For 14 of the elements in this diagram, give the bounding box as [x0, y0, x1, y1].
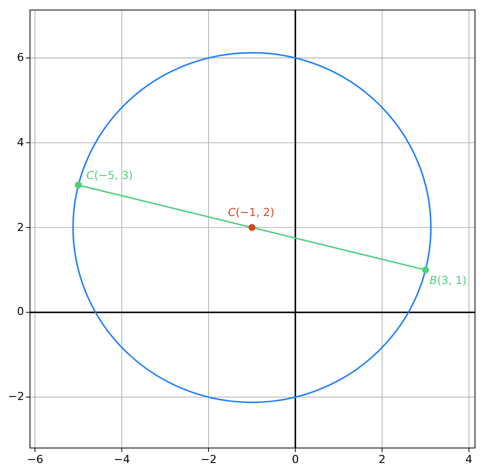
point-label: B(3, 1) [430, 274, 467, 287]
tick-label: 2 [17, 220, 24, 234]
tick-label: 4 [17, 136, 24, 149]
tick-label: 4 [465, 453, 472, 466]
tick-label: −4 [114, 453, 130, 466]
tick-label: −2 [8, 390, 24, 404]
tick-label: 2 [378, 453, 386, 466]
point-label: C(−1, 2) [228, 206, 274, 219]
tick-label: 0 [292, 453, 299, 466]
tick-label: 6 [17, 50, 24, 64]
point-label: C(−5, 3) [86, 169, 133, 182]
tick-label: 0 [17, 305, 24, 318]
tick-label: −6 [26, 453, 44, 466]
tick-label: −2 [200, 453, 217, 466]
